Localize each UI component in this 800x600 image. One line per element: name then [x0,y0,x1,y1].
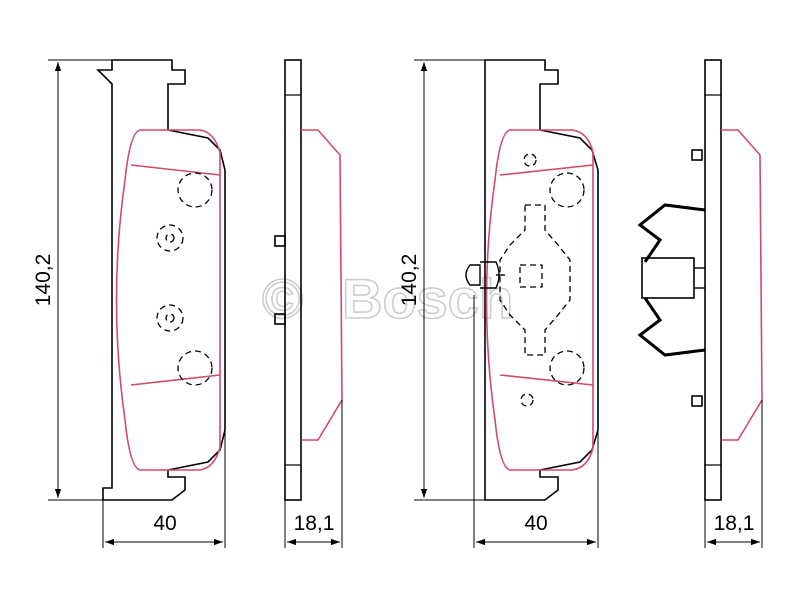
wear-line-bottom [499,374,594,386]
hidden-small-hole-top [523,153,537,167]
friction-pad-outline [485,129,594,471]
hidden-rivet-lower [156,304,184,332]
pad-a-width-label: 40 [153,512,176,535]
side-clip-bottom [691,395,703,407]
hidden-hole-bottom [177,350,213,386]
backing-plate-outline [484,59,599,501]
watermark-copyright-symbol: © [262,267,303,330]
side-backing-plate [284,59,302,501]
pad-b-thickness-label: 18,1 [714,512,755,535]
hidden-rivet-upper-inner [165,233,175,243]
hidden-hole-top [177,172,213,208]
pad-a-height-label: 140,2 [32,254,55,307]
wear-sensor-connector [465,261,505,289]
wear-line-top [130,164,221,176]
side-clip-top [691,149,703,161]
side-clip-top [274,235,286,247]
pad-a-side-view [274,59,343,548]
pad-a-front-view [48,59,226,548]
backing-plate-outline [96,59,226,501]
watermark: © Bosch [261,266,514,331]
hidden-center-square [519,264,543,288]
pad-b-side-view [637,59,763,548]
wear-line-top [499,164,594,176]
hidden-rivet-upper [156,224,184,252]
hidden-small-hole-bottom [520,393,534,407]
pad-b-height-label: 140,2 [398,254,421,307]
pad-a-thickness-label: 18,1 [294,512,335,535]
side-friction-pad [721,129,763,441]
hidden-rivet-lower-inner [165,313,175,323]
wear-line-bottom [130,374,221,386]
pad-b-front-view [414,59,599,548]
friction-pad-outline [115,129,221,471]
side-friction-pad [301,129,343,441]
side-clip-bottom [274,313,286,325]
hidden-hole-bottom [549,350,585,386]
retaining-spring [637,203,706,357]
pad-b-width-label: 40 [524,512,547,535]
hidden-hole-top [549,172,585,208]
side-backing-plate [704,59,722,501]
